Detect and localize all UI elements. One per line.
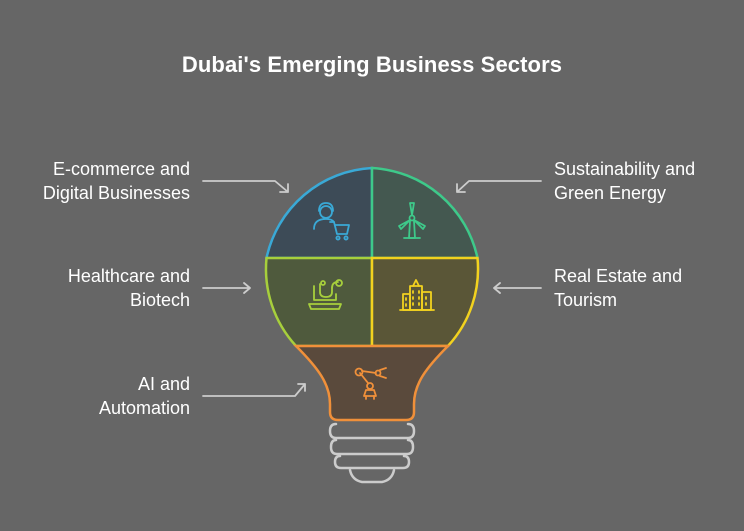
label-sustainability-line1: Sustainability and (554, 159, 696, 179)
arrow-healthcare (202, 282, 251, 294)
label-healthcare: Healthcare and Biotech (68, 264, 190, 312)
stethoscope-laptop-icon (308, 279, 343, 310)
segment-realestate (370, 256, 480, 348)
label-realestate-line2: Tourism (554, 290, 618, 310)
wind-turbine-icon (398, 202, 426, 239)
label-realestate: Real Estate and Tourism (554, 264, 682, 312)
label-realestate-line1: Real Estate and (554, 266, 683, 286)
segment-sustainability (370, 166, 480, 260)
label-ecommerce: E-commerce and Digital Businesses (43, 157, 190, 205)
label-ecommerce-line1: E-commerce and (52, 159, 190, 179)
robot-arm-icon (354, 367, 387, 400)
label-ecommerce-line2: Digital Businesses (42, 183, 190, 203)
label-sustainability: Sustainability and Green Energy (554, 157, 695, 205)
connector-arrows (202, 180, 542, 397)
label-healthcare-line2: Biotech (129, 290, 190, 310)
label-ai-line1: AI and (137, 374, 190, 394)
label-ai: AI and Automation (99, 372, 190, 420)
arrow-sustainability (456, 180, 542, 193)
segment-healthcare (264, 256, 374, 348)
arrow-ecommerce (202, 180, 289, 193)
shopping-cart-person-icon (313, 202, 350, 241)
page-title: Dubai's Emerging Business Sectors (181, 52, 563, 77)
city-buildings-icon (399, 279, 435, 311)
label-ai-line2: Automation (98, 398, 190, 418)
arrow-realestate (493, 282, 542, 294)
bulb-base (328, 422, 416, 484)
arrow-ai (202, 383, 306, 397)
label-sustainability-line2: Green Energy (554, 183, 667, 203)
label-healthcare-line1: Healthcare and (67, 266, 190, 286)
